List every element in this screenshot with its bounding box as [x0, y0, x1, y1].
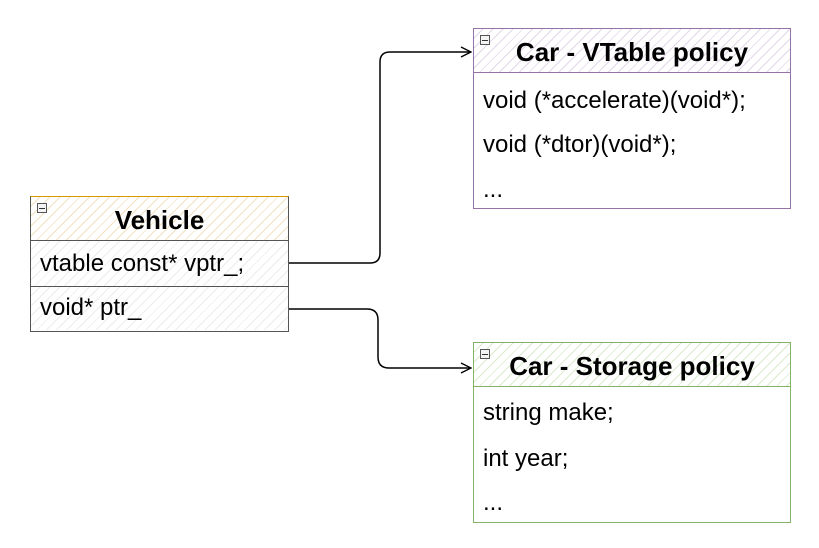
storage-field-ellipsis: ... [483, 489, 504, 516]
connector-vptr-to-vtable[interactable] [289, 52, 470, 264]
vtable-field-accelerate[interactable]: void (*accelerate)(void*); [483, 87, 746, 114]
vtable-policy-box[interactable]: Car - VTable policy void (*accelerate)(v… [473, 28, 791, 209]
vehicle-field-ptr[interactable]: void* ptr_ [31, 287, 288, 330]
vehicle-field-vptr[interactable]: vtable const* vptr_; [31, 241, 288, 287]
storage-policy-box[interactable]: Car - Storage policy string make; int ye… [473, 342, 791, 523]
vtable-field-dtor[interactable]: void (*dtor)(void*); [483, 131, 677, 158]
storage-policy-header: Car - Storage policy [474, 343, 790, 387]
collapse-icon[interactable] [480, 349, 490, 359]
storage-field-year[interactable]: int year; [483, 445, 569, 472]
storage-policy-title: Car - Storage policy [509, 351, 755, 381]
vehicle-title: Vehicle [114, 205, 205, 235]
collapse-icon[interactable] [480, 35, 490, 45]
vtable-policy-title: Car - VTable policy [515, 37, 749, 67]
collapse-icon[interactable] [37, 203, 47, 213]
vehicle-class-box[interactable]: Vehicle vtable const* vptr_; void* ptr_ [30, 196, 289, 332]
storage-field-make[interactable]: string make; [483, 399, 614, 426]
vtable-field-ellipsis: ... [483, 176, 504, 203]
connector-ptr-to-storage[interactable] [289, 308, 470, 368]
vehicle-header: Vehicle [31, 197, 288, 241]
vtable-policy-header: Car - VTable policy [474, 29, 790, 73]
